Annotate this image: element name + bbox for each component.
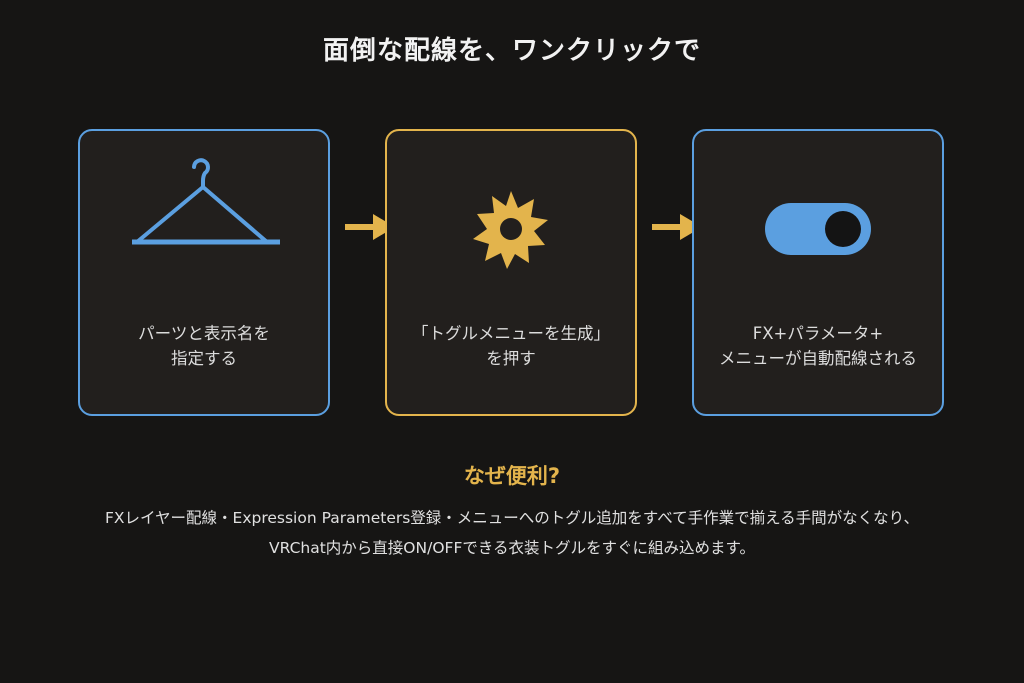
arrow-right-icon [652, 213, 702, 241]
step-description: 「トグルメニューを生成」 を押す [387, 321, 635, 371]
why-description-line: FXレイヤー配線・Expression Parameters登録・メニューへのト… [104, 509, 920, 527]
step-text-line: メニューが自動配線される [719, 349, 917, 368]
gear-icon [387, 189, 635, 269]
step-description: パーツと表示名を 指定する [80, 321, 328, 371]
step-text-line: を押す [486, 349, 536, 368]
arrow-right-icon [345, 213, 395, 241]
step-card-press-generate: 「トグルメニューを生成」 を押す [385, 129, 637, 416]
step-text-line: FX+パラメータ+ [752, 324, 884, 343]
page-title: 面倒な配線を、ワンクリックで [322, 36, 701, 66]
step-description: FX+パラメータ+ メニューが自動配線される [694, 321, 942, 371]
why-heading: なぜ便利? [463, 464, 561, 488]
step-card-auto-wired: FX+パラメータ+ メニューが自動配線される [692, 129, 944, 416]
step-card-specify-parts: パーツと表示名を 指定する [78, 129, 330, 416]
step-text-line: 指定する [171, 349, 237, 368]
step-text-line: 「トグルメニューを生成」 [412, 324, 610, 343]
step-text-line: パーツと表示名を [138, 324, 270, 343]
why-description-line: VRChat内から直接ON/OFFできる衣装トグルをすぐに組み込めます。 [268, 539, 755, 557]
hanger-icon [80, 153, 328, 249]
toggle-switch-icon [694, 201, 942, 257]
